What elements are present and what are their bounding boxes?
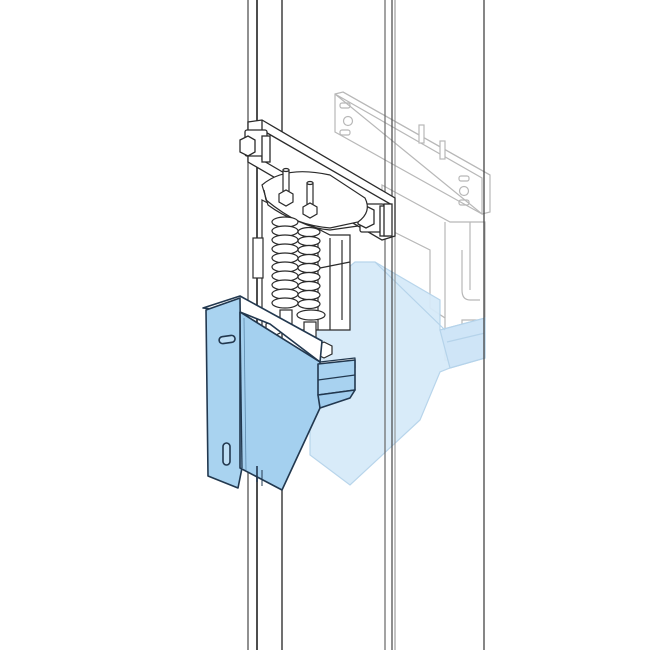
mounting-bracket <box>202 295 356 491</box>
ghost-bracket-plate <box>309 261 486 486</box>
rail-overlap <box>256 466 263 486</box>
ghost-assembly <box>334 91 491 361</box>
